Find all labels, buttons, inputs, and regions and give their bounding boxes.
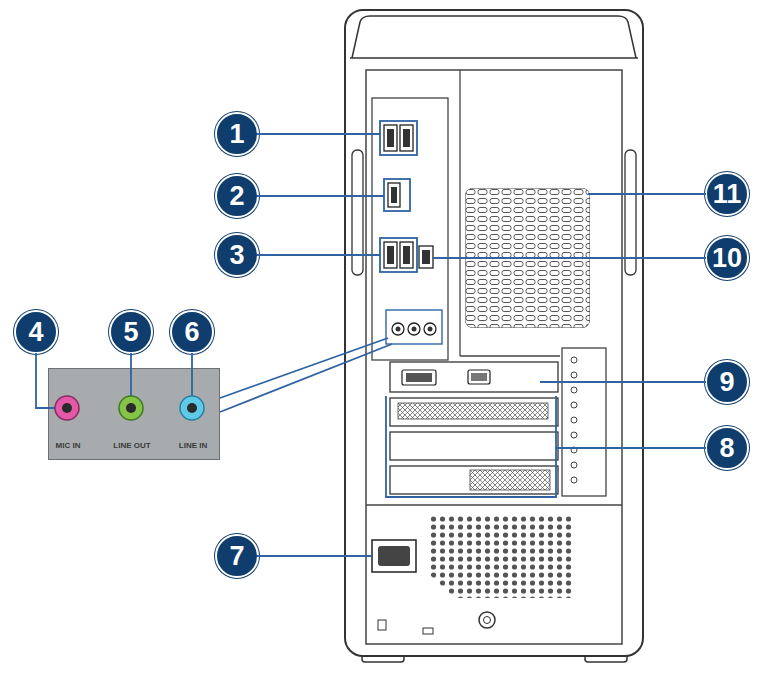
leader-line — [36, 353, 55, 408]
line-in-jack — [180, 396, 204, 420]
jack-hole — [187, 403, 197, 413]
leader-line — [257, 133, 380, 135]
callout-number: 6 — [170, 310, 214, 354]
leader-line — [257, 555, 372, 557]
leader-line — [191, 353, 193, 396]
callout-text: 9 — [719, 369, 734, 396]
jack-hole — [126, 403, 136, 413]
jack-hole — [62, 403, 72, 413]
callout-text: 3 — [229, 242, 244, 269]
line-out-jack — [119, 396, 143, 420]
leader-line — [130, 353, 132, 396]
leader-line — [433, 257, 706, 259]
mic-jack — [55, 396, 79, 420]
port-bracket — [380, 238, 417, 272]
jack-label: LINE IN — [179, 441, 207, 450]
jack-label: MIC IN — [56, 441, 81, 450]
callout-number: 5 — [109, 310, 153, 354]
callout-text: 1 — [229, 121, 244, 148]
callout-text: 6 — [184, 319, 199, 346]
slot-bracket — [386, 396, 556, 497]
callout-number: 7 — [215, 534, 259, 578]
callout-number: 4 — [14, 310, 58, 354]
callout-number: 10 — [705, 236, 749, 280]
leader-line — [588, 193, 706, 195]
audio-jacks — [55, 396, 204, 420]
callout-text: 8 — [719, 435, 734, 462]
port-bracket — [380, 121, 417, 155]
callout-number: 1 — [215, 112, 259, 156]
callout-number: 9 — [705, 360, 749, 404]
leader-line — [257, 195, 384, 197]
audio-panel: MIC IN LINE OUT LINE IN — [48, 368, 220, 460]
callout-number: 2 — [215, 174, 259, 218]
callout-text: 2 — [229, 183, 244, 210]
callout-number: 3 — [215, 233, 259, 277]
callout-number: 11 — [705, 172, 749, 216]
callout-text: 7 — [229, 543, 244, 570]
leader-line — [220, 338, 388, 398]
jack-label: LINE OUT — [113, 441, 150, 450]
port-bracket — [384, 179, 410, 211]
leader-line — [220, 344, 392, 412]
callout-text: 10 — [712, 245, 742, 272]
leader-line — [540, 381, 706, 383]
callout-text: 5 — [123, 319, 138, 346]
leader-line — [556, 447, 706, 449]
callout-number: 8 — [705, 426, 749, 470]
callout-text: 4 — [28, 319, 43, 346]
callout-text: 11 — [713, 181, 742, 208]
leader-line — [257, 254, 380, 256]
